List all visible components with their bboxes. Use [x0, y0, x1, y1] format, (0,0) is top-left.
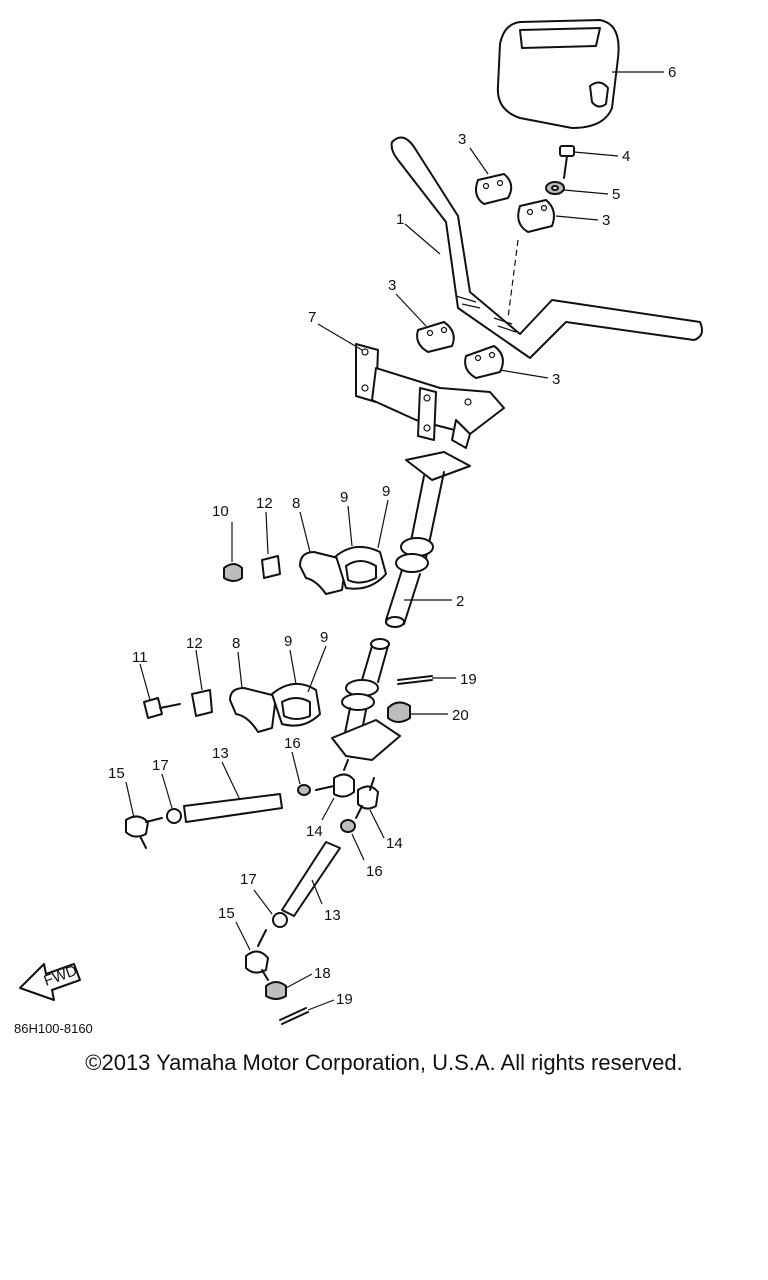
callout-numbers: 6 3 4 5 3 1 3 7 3 10 12 8 9 9 2 11 12 8 …	[108, 64, 676, 1008]
bolt-11[interactable]	[143, 697, 181, 719]
parts-diagram: FWD 6 3 4 5 3 1 3 7 3 10 12 8 9	[14, 19, 703, 1036]
lower-clamp-right[interactable]	[464, 345, 504, 379]
bushing-9-lower[interactable]	[271, 683, 321, 727]
callout-2: 2	[456, 593, 464, 610]
nut-17-lower[interactable]	[272, 912, 288, 928]
callout-8a: 8	[292, 495, 300, 512]
upper-clamp-right[interactable]	[517, 199, 555, 233]
callout-14a: 14	[306, 823, 323, 840]
nut-18[interactable]	[265, 981, 287, 1000]
nut-16-upper[interactable]	[297, 784, 311, 796]
callout-8b: 8	[232, 635, 240, 652]
bolt-4[interactable]	[559, 145, 575, 179]
callout-16b: 16	[366, 863, 383, 880]
callout-3b: 3	[602, 212, 610, 229]
rod-end-14-right[interactable]	[355, 777, 379, 819]
callout-3c: 3	[388, 277, 396, 294]
holder-8-upper[interactable]	[299, 551, 347, 595]
ball-joint-15-upper[interactable]	[125, 815, 163, 849]
callout-9a: 9	[340, 489, 348, 506]
bushing-12-upper[interactable]	[261, 555, 281, 579]
callout-11: 11	[132, 649, 148, 666]
nut-20[interactable]	[387, 701, 411, 723]
callout-5: 5	[612, 186, 620, 203]
holder-8-lower[interactable]	[229, 687, 277, 733]
bushing-9-upper[interactable]	[335, 545, 387, 590]
lower-column[interactable]	[331, 638, 401, 761]
upper-clamp-left[interactable]	[475, 173, 513, 205]
washer-5[interactable]	[545, 181, 565, 195]
callout-15a: 15	[108, 765, 125, 782]
cotter-pin-19-upper[interactable]	[397, 675, 433, 685]
ball-joint-15-lower[interactable]	[245, 929, 269, 981]
callout-19a: 19	[460, 671, 477, 688]
handlebar[interactable]	[390, 136, 703, 359]
callout-6: 6	[668, 64, 676, 81]
callout-17b: 17	[240, 871, 257, 888]
callout-19b: 19	[336, 991, 353, 1008]
handle-holder[interactable]	[355, 343, 505, 449]
callout-10: 10	[212, 503, 229, 520]
callout-12b: 12	[186, 635, 203, 652]
lower-clamp-left[interactable]	[416, 321, 455, 353]
callout-18: 18	[314, 965, 331, 982]
rod-end-14-left[interactable]	[315, 759, 355, 798]
callout-13a: 13	[212, 745, 229, 762]
callout-12a: 12	[256, 495, 273, 512]
callout-3a: 3	[458, 131, 466, 148]
callout-9c: 9	[284, 633, 292, 650]
handlebar-pad[interactable]	[496, 19, 620, 129]
nut-16-lower[interactable]	[340, 819, 356, 833]
callout-20: 20	[452, 707, 469, 724]
nut-10[interactable]	[223, 563, 243, 582]
tie-rod-13-left[interactable]	[183, 793, 283, 823]
callout-7: 7	[308, 309, 316, 326]
cotter-pin-19-lower[interactable]	[279, 1007, 309, 1025]
callout-4: 4	[622, 148, 630, 165]
fwd-arrow-icon: FWD	[19, 962, 81, 1001]
callout-17a: 17	[152, 757, 169, 774]
callout-13b: 13	[324, 907, 341, 924]
callout-15b: 15	[218, 905, 235, 922]
bushing-12-lower[interactable]	[191, 689, 213, 717]
callout-3d: 3	[552, 371, 560, 388]
callout-9b: 9	[382, 483, 390, 500]
diagram-code: 86H100-8160	[14, 1021, 93, 1036]
copyright-notice: ©2013 Yamaha Motor Corporation, U.S.A. A…	[85, 1050, 683, 1075]
callout-1: 1	[396, 211, 404, 228]
callout-16a: 16	[284, 735, 301, 752]
nut-17-upper[interactable]	[166, 808, 182, 824]
tie-rod-13-right[interactable]	[281, 841, 341, 917]
callout-9d: 9	[320, 629, 328, 646]
steering-column[interactable]	[385, 451, 471, 628]
callout-14b: 14	[386, 835, 403, 852]
